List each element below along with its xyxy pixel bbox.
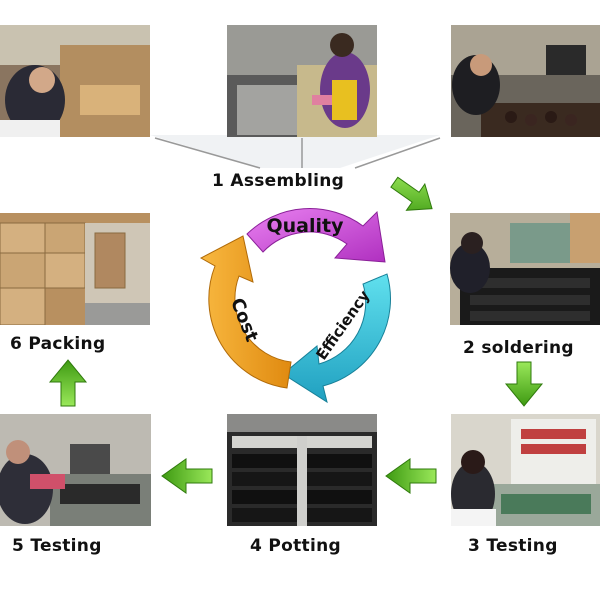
photo-potting [227,414,377,526]
arrow-down-icon [504,361,544,407]
photo-soldering [450,213,600,325]
efficiency-segment [282,273,391,404]
step-5-label: 5 Testing [12,536,102,556]
photo-testing-machine [451,414,600,526]
arrow-left-icon [161,458,213,494]
step-4-label: 4 Potting [250,536,341,556]
arrow-left-icon [385,458,437,494]
photo-testing-worker [0,414,151,526]
step-6-label: 6 Packing [10,334,106,354]
quality-cost-efficiency-cycle: Quality Efficiency Cost [199,208,391,404]
cost-segment [199,235,292,389]
arrow-up-icon [48,359,88,407]
step-3-label: 3 Testing [468,536,558,556]
step-1-label: 1 Assembling [212,171,345,191]
photo-assembling-worker [227,25,377,137]
photo-packing [0,213,150,325]
photo-assembling-line [0,25,150,137]
step-2-label: 2 soldering [463,338,574,358]
arrow-down-right-icon [390,176,433,211]
quality-segment [246,208,386,263]
connector-lines [150,135,441,169]
quality-label: Quality [267,215,345,237]
photo-assembling-bench [451,25,600,137]
